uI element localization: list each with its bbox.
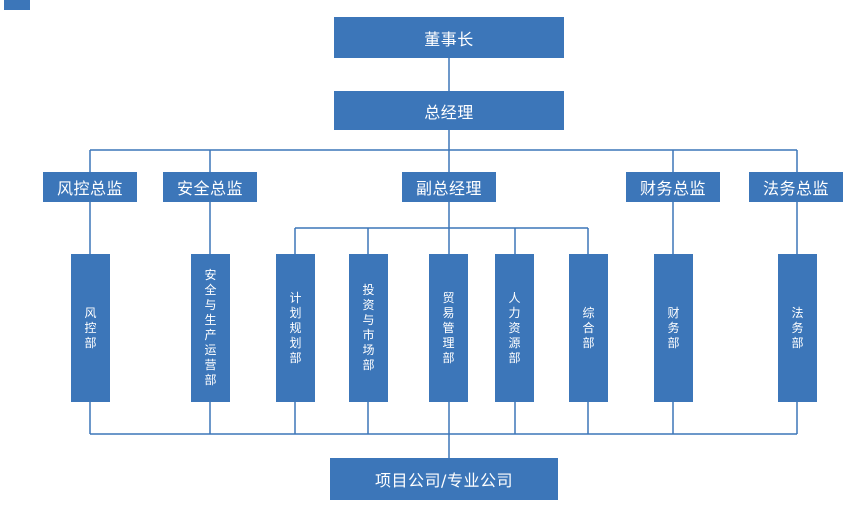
trade-management-dept-label: 贸易管理部 — [442, 290, 455, 365]
risk-dept-box: 风控部 — [71, 254, 110, 402]
hr-dept-label: 人力资源部 — [508, 290, 521, 365]
planning-dept-box: 计划规划部 — [276, 254, 315, 402]
chairman-label: 董事长 — [424, 29, 474, 49]
legal-dept-box: 法务部 — [778, 254, 817, 402]
finance-director-label: 财务总监 — [639, 179, 706, 198]
risk-director-label: 风控总监 — [56, 179, 123, 198]
general-dept-box: 综合部 — [569, 254, 608, 402]
project-companies-label: 项目公司/专业公司 — [375, 471, 513, 490]
investment-market-dept-label: 投资与市场部 — [362, 283, 375, 372]
investment-market-dept-box: 投资与市场部 — [349, 254, 388, 402]
safety-production-dept-label: 安全与生产运营部 — [204, 268, 217, 387]
legal-director-box: 法务总监 — [749, 172, 843, 202]
trade-management-dept-box: 贸易管理部 — [429, 254, 468, 402]
hr-dept-box: 人力资源部 — [495, 254, 534, 402]
general-manager-label: 总经理 — [424, 102, 474, 122]
project-companies-box: 项目公司/专业公司 — [330, 458, 558, 500]
finance-dept-label: 财务部 — [667, 305, 680, 350]
legal-dept-label: 法务部 — [791, 305, 804, 350]
general-dept-label: 综合部 — [582, 305, 595, 350]
safety-director-box: 安全总监 — [163, 172, 257, 202]
chairman-box: 董事长 — [334, 17, 564, 58]
finance-director-box: 财务总监 — [626, 172, 720, 202]
legal-director-label: 法务总监 — [762, 179, 829, 198]
general-manager-box: 总经理 — [334, 91, 564, 130]
risk-dept-label: 风控部 — [84, 305, 97, 350]
finance-dept-box: 财务部 — [654, 254, 693, 402]
corner-accent-mark — [4, 0, 30, 10]
safety-director-label: 安全总监 — [176, 179, 243, 198]
deputy-gm-box: 副总经理 — [402, 172, 496, 202]
risk-director-box: 风控总监 — [43, 172, 137, 202]
planning-dept-label: 计划规划部 — [289, 290, 302, 365]
deputy-gm-label: 副总经理 — [415, 179, 482, 198]
safety-production-dept-box: 安全与生产运营部 — [191, 254, 230, 402]
